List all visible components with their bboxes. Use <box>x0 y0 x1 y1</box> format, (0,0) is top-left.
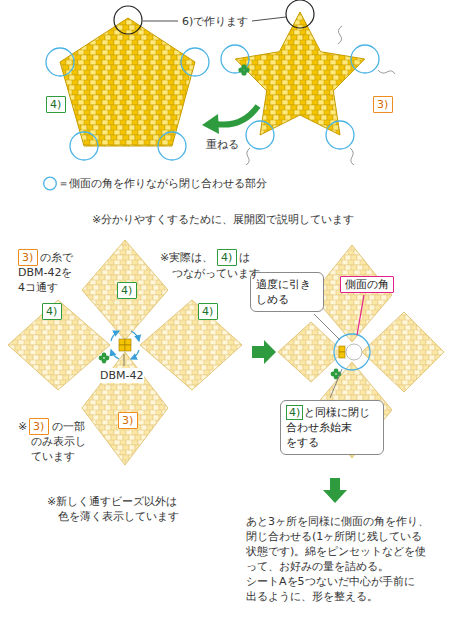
beaded-sheet <box>140 300 242 390</box>
node-text: 4) <box>221 251 232 264</box>
legend-swatch <box>42 176 58 191</box>
node-text: 側面の角 <box>345 278 389 291</box>
node-text: 4) <box>121 284 132 297</box>
action-label: 重ねる <box>206 137 239 152</box>
thread-end <box>246 148 250 165</box>
thread-path <box>131 350 139 359</box>
new-bead <box>339 346 345 352</box>
corner-circle <box>221 45 249 73</box>
note-text: は <box>239 250 250 265</box>
beaded-sheet <box>8 300 110 390</box>
part-number-box: 3) <box>118 412 138 429</box>
note-text: ※新しく通すビーズ以外は 色を薄く表示しています <box>58 494 195 524</box>
node-text: 4) <box>46 305 57 318</box>
overlay-arrow-head <box>202 114 219 134</box>
corner-circle <box>46 48 74 76</box>
note-text: ※分かりやすくするために、展開図で説明しています <box>92 212 354 227</box>
legend-circle <box>44 177 57 190</box>
node-text: 3) <box>22 251 33 264</box>
node-text: 3) <box>377 98 388 111</box>
thread-end <box>338 26 342 44</box>
node-text: 3) <box>122 414 133 427</box>
clover-mark <box>99 353 110 364</box>
new-bead <box>339 352 345 358</box>
corner-circle <box>326 121 354 149</box>
beaded-sheet <box>278 322 343 382</box>
node-text: 4) <box>50 98 61 111</box>
note-text: の一部 のみ表示し ています <box>31 419 93 464</box>
part-number-box: 3) <box>373 96 393 113</box>
step-arrow <box>323 478 347 503</box>
part-number-box: 3) <box>29 418 49 435</box>
thread-path <box>111 331 119 341</box>
part-number-box: 3) <box>18 249 38 266</box>
leader-line <box>124 354 125 366</box>
corner-circle <box>351 45 379 73</box>
instruction-paragraph: あと3ヶ所を同様に側面の角を作り、 閉じ合わせる(1ヶ所閉じ残している 状態です… <box>246 514 444 604</box>
legend-text: ＝側面の角を作りながら閉じ合わせる部分 <box>58 177 267 190</box>
clover-leaf <box>238 67 243 72</box>
corner-circle <box>181 48 209 76</box>
bead-name: DBM-42 <box>99 368 144 383</box>
overlay-arrow <box>216 106 258 125</box>
node-text: 4) <box>286 405 303 420</box>
part-number-box: 4) <box>117 282 137 299</box>
note-text: ※ <box>18 419 27 434</box>
instruction-text: の糸で DBM-42を 4コ通す <box>18 250 86 295</box>
note-text: ※実際は、 <box>160 250 213 265</box>
corner-circle <box>70 132 98 160</box>
beaded-sheet <box>82 240 168 340</box>
thread-path <box>111 350 119 359</box>
corner-circle <box>246 121 274 149</box>
clover-leaf <box>331 372 336 377</box>
thread-end <box>378 70 395 74</box>
node-text: 4) <box>202 305 213 318</box>
beaded-pentagon <box>60 18 195 146</box>
leader-line <box>143 21 178 22</box>
beaded-sheet <box>312 245 392 342</box>
callout-box: 適度に引き しめる <box>250 272 324 312</box>
step-arrow <box>252 340 276 364</box>
legend-item: ＝側面の角を作りながら閉じ合わせる部分 <box>42 176 267 191</box>
beaded-star <box>235 12 364 135</box>
leader-line <box>357 295 364 335</box>
part-number-box: 4) <box>217 249 237 266</box>
callout-box: 4)と同様に閉じ 合わせ糸始末 をする <box>280 400 384 455</box>
node-text: 適度に引き しめる <box>256 278 311 306</box>
marker-circle <box>114 6 142 34</box>
beaded-sheet <box>362 312 444 392</box>
clover-leaf <box>99 356 104 361</box>
side-corner <box>346 344 362 360</box>
leader-line <box>314 314 340 340</box>
highlight-box: 側面の角 <box>340 276 394 293</box>
part-number-box: 4) <box>46 96 66 113</box>
marker-circle <box>286 0 314 28</box>
clover-mark <box>238 64 249 75</box>
thread-end <box>350 148 354 165</box>
part-number-box: 4) <box>198 303 218 320</box>
part-number-box: 4) <box>42 303 62 320</box>
corner-circle <box>158 132 186 160</box>
leader-line <box>330 369 342 398</box>
new-bead <box>119 339 125 345</box>
beaded-sheet <box>82 352 168 465</box>
node-text: 3) <box>33 420 44 433</box>
marker-note: 6)で作ります <box>182 14 248 29</box>
new-bead <box>119 345 125 351</box>
new-bead <box>125 339 131 345</box>
note-text: つながっています <box>172 266 260 281</box>
thread-path <box>131 331 139 341</box>
new-bead <box>125 345 131 351</box>
leader-line <box>252 17 286 21</box>
